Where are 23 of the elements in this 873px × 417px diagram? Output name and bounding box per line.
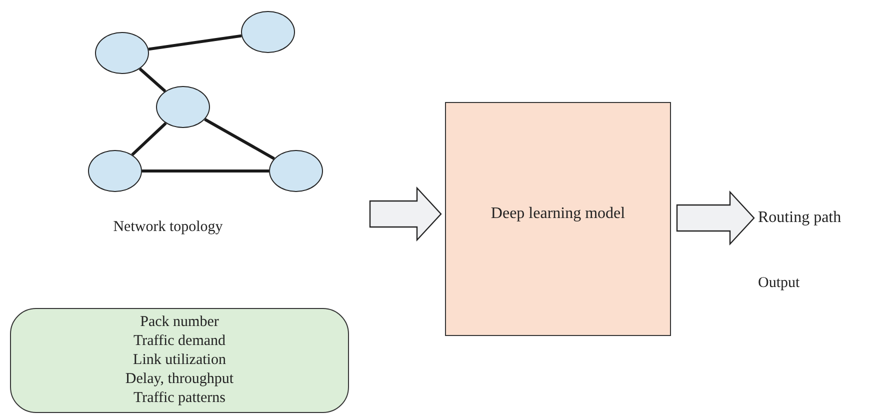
- feature-text: Link utilization: [133, 351, 226, 370]
- connector-line: [142, 170, 269, 172]
- connector-line: [131, 122, 167, 156]
- feature-text: Traffic demand: [133, 332, 226, 351]
- output-caption: Output: [758, 274, 801, 293]
- output-text: Routing path: [758, 208, 842, 228]
- network-node: [95, 32, 149, 74]
- caption-text: Network topology: [112, 218, 224, 237]
- connector-line: [138, 68, 166, 92]
- feature-text: Delay, throughput: [125, 370, 234, 389]
- block-arrow: [369, 186, 442, 242]
- block-arrow: [676, 190, 755, 246]
- network-node: [156, 86, 210, 128]
- connector-line: [204, 118, 275, 160]
- network-node: [269, 150, 323, 192]
- network-node: [88, 150, 142, 192]
- feature-text: Traffic patterns: [133, 389, 226, 408]
- model-box: [445, 102, 671, 336]
- model-label: Deep learning model: [490, 204, 626, 224]
- connector-line: [148, 34, 242, 51]
- input-features-box: [10, 308, 349, 413]
- network-node: [241, 11, 295, 53]
- feature-text: Pack number: [140, 313, 219, 332]
